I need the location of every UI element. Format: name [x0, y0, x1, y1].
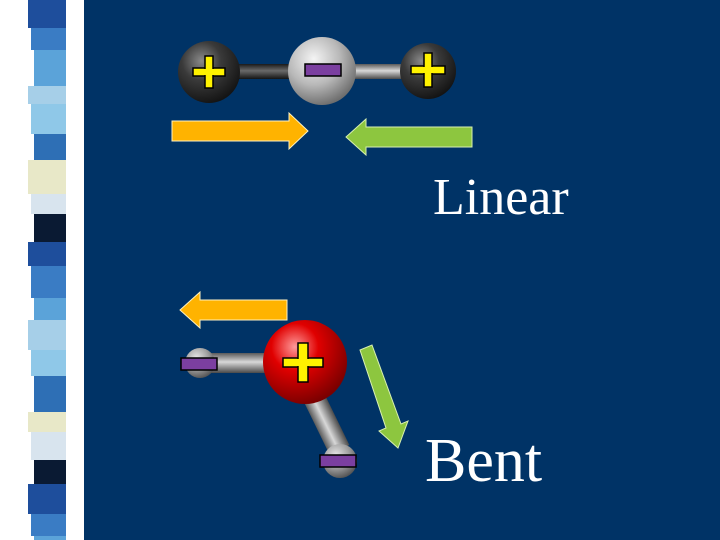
bond	[345, 64, 410, 79]
stripe-segment	[28, 0, 66, 28]
bond	[235, 64, 295, 79]
linear-molecule	[171, 37, 473, 157]
minus-icon	[319, 454, 357, 468]
plus-icon	[282, 342, 324, 383]
stripe-segment	[28, 484, 66, 514]
stripe-segment	[31, 514, 66, 536]
stripe-segment	[34, 134, 66, 160]
arrow-icon-orange	[171, 111, 309, 151]
plus-icon	[192, 55, 226, 89]
stripe-segment	[31, 194, 66, 214]
bent-label: Bent	[425, 427, 543, 495]
stripe-segment	[34, 298, 66, 320]
stripe-segment	[28, 160, 66, 194]
stripe-segment	[28, 242, 66, 266]
stripe-segment	[34, 460, 66, 484]
arrow-icon-green	[359, 344, 409, 449]
stripe-segment	[34, 50, 66, 86]
stripe-segment	[31, 104, 66, 134]
stripe-segment	[31, 350, 66, 376]
bent-molecule	[179, 290, 409, 478]
linear-label: Linear	[433, 169, 569, 226]
plus-icon	[410, 52, 446, 88]
stripe-segment	[34, 214, 66, 242]
stripe-segment	[28, 86, 66, 104]
stripe-segment	[28, 412, 66, 432]
stripe-segment	[31, 432, 66, 460]
minus-icon	[304, 63, 342, 77]
minus-icon	[180, 357, 218, 371]
arrow-icon-green	[345, 117, 473, 157]
arrow-icon-orange	[179, 290, 288, 330]
stripe-segment	[31, 266, 66, 298]
stripe-segment	[34, 536, 66, 540]
stripe-segment	[28, 320, 66, 350]
decorative-stripe-bar	[0, 0, 84, 540]
stripe-segment	[31, 28, 66, 50]
stripe-segment	[34, 376, 66, 412]
